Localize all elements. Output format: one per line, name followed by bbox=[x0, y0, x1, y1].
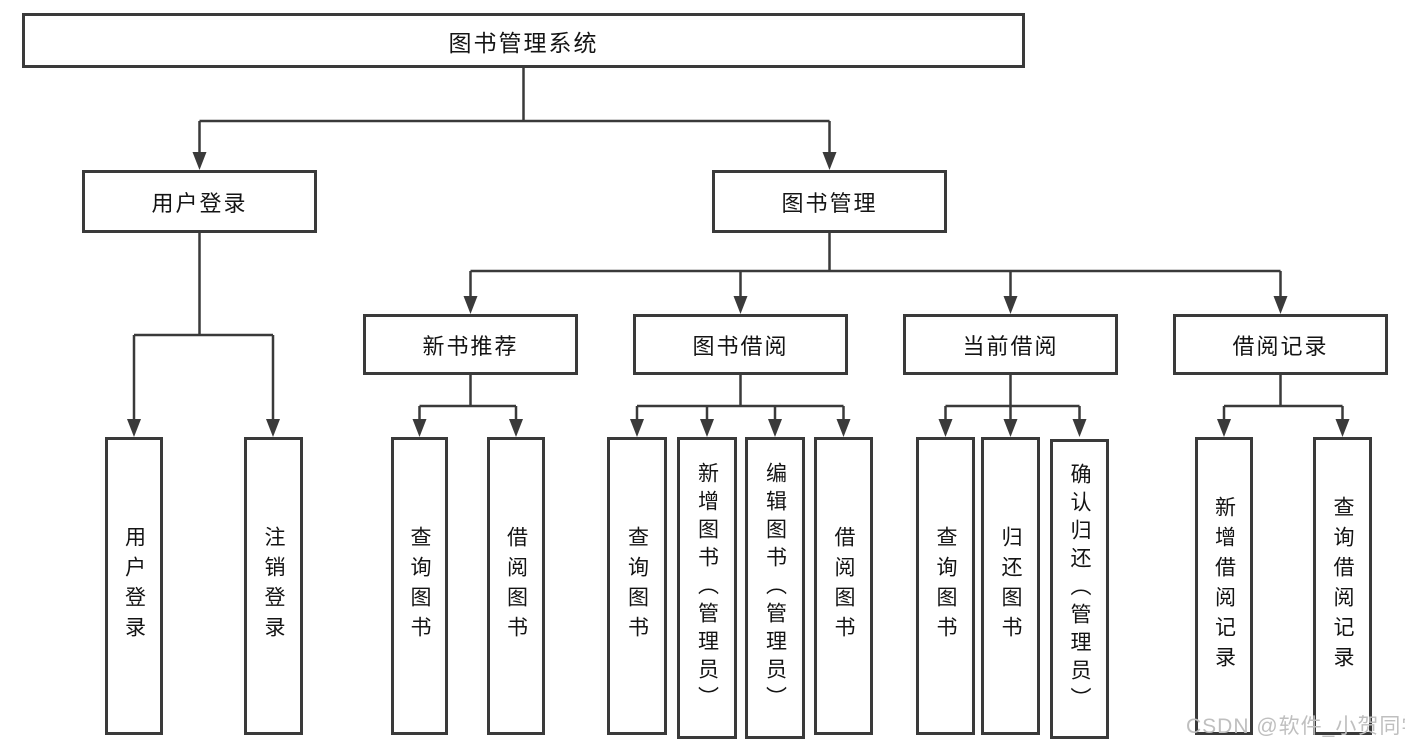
leaf-borrow-books-borrowing: 借阅图书 bbox=[814, 437, 873, 735]
leaf-query-books-borrowing: 查询图书 bbox=[607, 437, 667, 735]
node-root: 图书管理系统 bbox=[22, 13, 1025, 68]
leaf-add-borrow-record: 新增借阅记录 bbox=[1195, 437, 1253, 735]
node-current-borrowing: 当前借阅 bbox=[903, 314, 1118, 375]
leaf-add-books-admin: 新增图书（管理员） bbox=[677, 437, 737, 739]
leaf-return-books: 归还图书 bbox=[981, 437, 1040, 735]
leaf-edit-books-admin: 编辑图书（管理员） bbox=[745, 437, 805, 739]
leaf-confirm-return-admin: 确认归还（管理员） bbox=[1050, 439, 1109, 739]
node-new-book-recommendation: 新书推荐 bbox=[363, 314, 578, 375]
leaf-user-login: 用户登录 bbox=[105, 437, 163, 735]
leaf-borrow-books-recommend: 借阅图书 bbox=[487, 437, 545, 735]
node-user-login: 用户登录 bbox=[82, 170, 317, 233]
node-book-management: 图书管理 bbox=[712, 170, 947, 233]
leaf-query-books-current: 查询图书 bbox=[916, 437, 975, 735]
node-borrowing-records: 借阅记录 bbox=[1173, 314, 1388, 375]
leaf-query-books-recommend: 查询图书 bbox=[391, 437, 448, 735]
node-book-borrowing: 图书借阅 bbox=[633, 314, 848, 375]
watermark: CSDN @软件_小贺同学 bbox=[1186, 715, 1405, 738]
leaf-query-borrow-record: 查询借阅记录 bbox=[1313, 437, 1372, 735]
leaf-logout: 注销登录 bbox=[244, 437, 303, 735]
